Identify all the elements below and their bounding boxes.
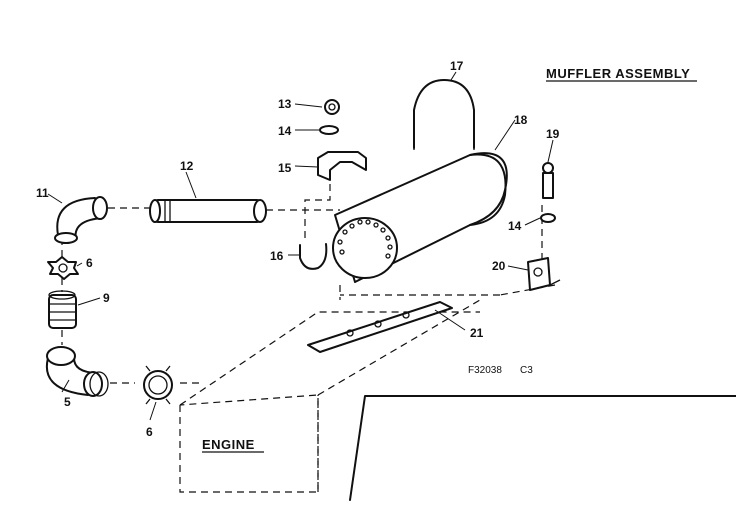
muffler-18[interactable] [332, 152, 508, 283]
bracket-20[interactable] [527, 257, 561, 291]
callout-6-lower: 6 [146, 425, 153, 439]
callout-9: 9 [103, 291, 110, 305]
exhaust-pipe-12[interactable] [149, 199, 267, 223]
coupling-9[interactable] [48, 290, 77, 329]
callout-21: 21 [470, 326, 484, 340]
diagram-title: MUFFLER ASSEMBLY [546, 66, 690, 81]
nut-13[interactable] [324, 99, 340, 115]
clamp-6-lower[interactable] [143, 365, 173, 405]
clamp-6-upper[interactable] [47, 256, 79, 280]
callout-16: 16 [270, 249, 284, 263]
figure-code: F32038 [468, 365, 502, 376]
bracket-15[interactable] [317, 151, 367, 181]
callout-14-upper: 14 [278, 124, 292, 138]
callout-6-upper: 6 [86, 256, 93, 270]
u-clip-16[interactable] [299, 243, 328, 270]
callout-19: 19 [546, 127, 560, 141]
figure-rev: C3 [520, 365, 533, 376]
engine-outline [179, 299, 481, 493]
assembly-guide-lines [61, 160, 556, 384]
callout-15: 15 [278, 161, 292, 175]
washer-14-lower[interactable] [540, 213, 556, 223]
callout-labels: 11 12 13 14 15 17 18 19 14 20 16 21 6 9 … [36, 59, 560, 439]
elbow-fitting-5[interactable] [45, 346, 109, 397]
stud-19[interactable] [542, 162, 554, 199]
strap-21[interactable] [307, 301, 453, 353]
callout-14-lower: 14 [508, 219, 522, 233]
elbow-fitting-11[interactable] [54, 196, 108, 244]
mounting-plate-edge [349, 395, 736, 501]
callout-13: 13 [278, 97, 292, 111]
callout-17: 17 [450, 59, 464, 73]
engine-label: ENGINE [202, 437, 255, 452]
callout-12: 12 [180, 159, 194, 173]
callout-20: 20 [492, 259, 506, 273]
leader-lines [47, 71, 554, 421]
callout-18: 18 [514, 113, 528, 127]
u-bolt-17[interactable] [413, 79, 475, 150]
callout-11: 11 [36, 186, 49, 200]
washer-14-upper[interactable] [319, 125, 339, 135]
callout-5: 5 [64, 395, 71, 409]
